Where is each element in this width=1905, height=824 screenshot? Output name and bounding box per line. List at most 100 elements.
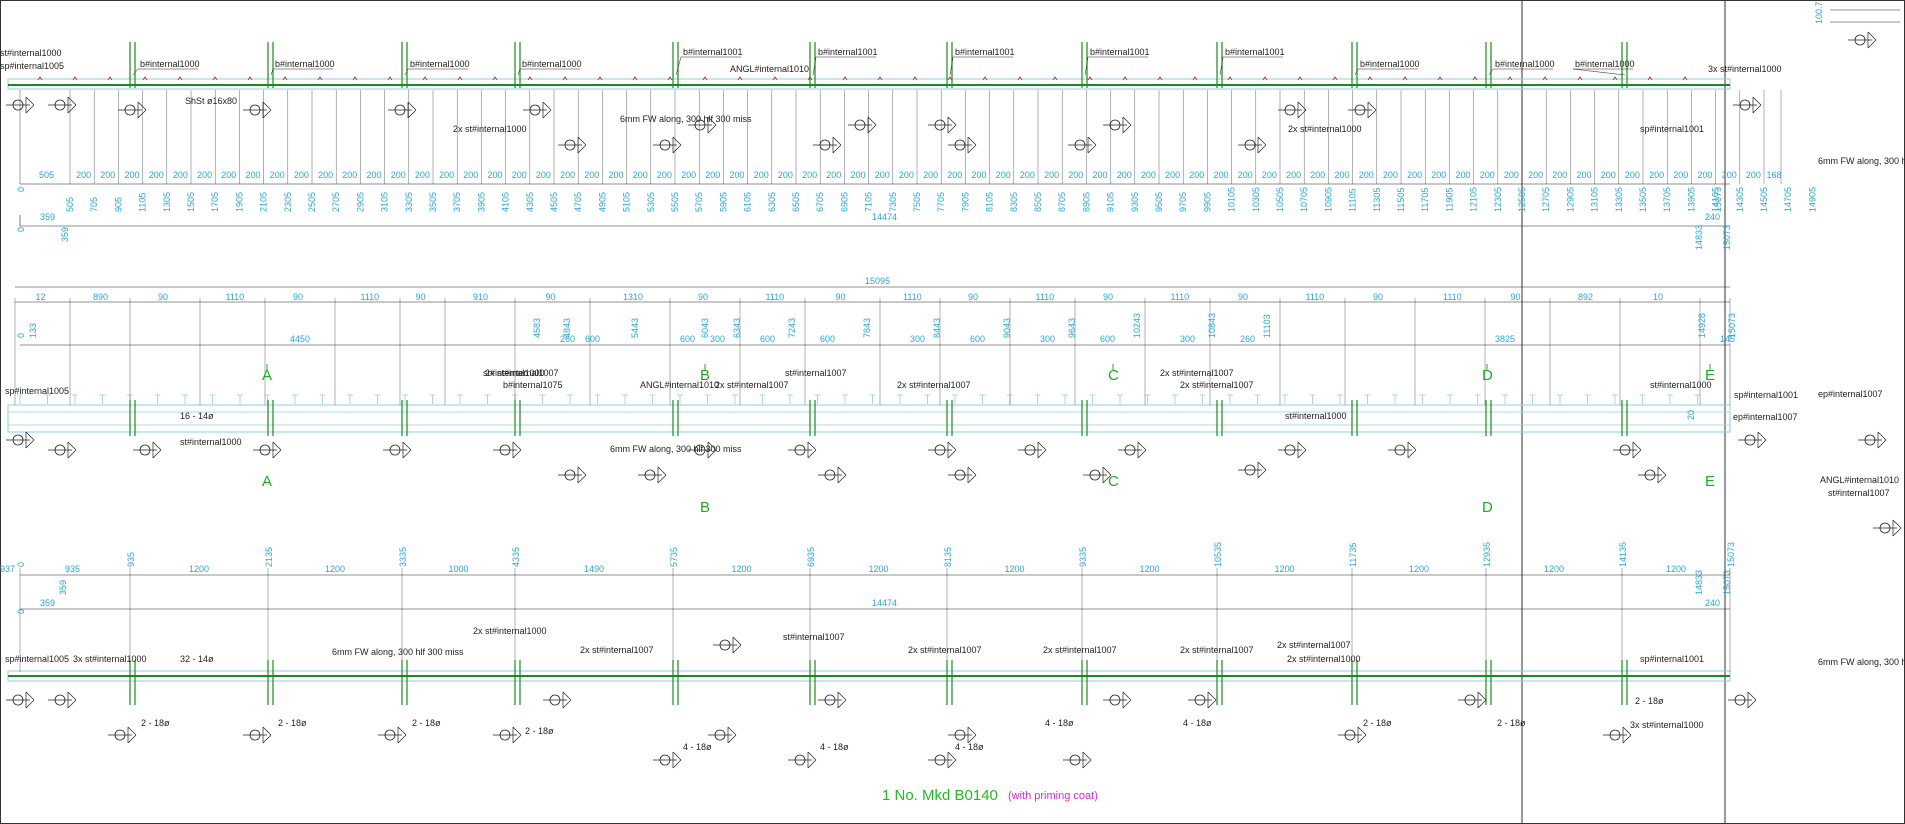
cumulative-dimension: 10843: [1207, 313, 1217, 338]
part-label: 2x st#internal1007: [1180, 380, 1254, 390]
weld-line: [837, 474, 847, 484]
weld-line: [25, 431, 35, 441]
weld-line: [1207, 691, 1217, 701]
cumulative-dimension: 6343: [732, 318, 742, 338]
weld-line: [807, 441, 817, 451]
bolt-hole-mark: [982, 76, 988, 81]
assembly-mark-title: 1 No. Mkd B0140: [882, 787, 998, 804]
cumulative-dimension: 7843: [862, 318, 872, 338]
part-label: b#internal1001: [683, 47, 743, 57]
dimension-value: 359: [40, 212, 55, 222]
part-label: sp#internal1005: [0, 61, 64, 71]
dimension-value: 200: [463, 170, 478, 180]
part-label: b#internal1000: [1575, 59, 1635, 69]
cumulative-dimension: 8105: [985, 192, 995, 212]
weld-line: [577, 144, 587, 154]
cumulative-dimension: 6305: [767, 192, 777, 212]
cumulative-dimension: 4335: [511, 547, 521, 567]
weld-line: [947, 751, 957, 761]
weld-line: [1137, 449, 1147, 459]
part-label: 6mm FW along, 300 hlf 300 miss: [332, 647, 464, 657]
bolt-hole-mark: [1367, 76, 1373, 81]
cumulative-dimension: 9505: [1154, 192, 1164, 212]
part-label: b#internal1075: [503, 380, 563, 390]
cumulative-dimension: 13705: [1662, 187, 1672, 212]
dimension-value: 935: [65, 564, 80, 574]
cumulative-dimension: 3505: [428, 192, 438, 212]
dimension-value: 90: [1373, 292, 1383, 302]
dimension-value: 200: [512, 170, 527, 180]
weld-line: [1122, 116, 1132, 126]
dimension-value: 200: [1504, 170, 1519, 180]
part-label: 2x st#internal1007: [1180, 645, 1254, 655]
dimension-value: 200: [439, 170, 454, 180]
bolt-label: 4 - 18ø: [820, 742, 849, 752]
bolt-label: 2 - 18ø: [1497, 718, 1526, 728]
cumulative-dimension: 12105: [1469, 187, 1479, 212]
cumulative-dimension: 8505: [1033, 192, 1043, 212]
cumulative-dimension: 12905: [1565, 187, 1575, 212]
weld-line: [732, 644, 742, 654]
weld-line: [672, 144, 682, 154]
leader-line: [1572, 68, 1626, 76]
dimension-value: 200: [1189, 170, 1204, 180]
bolt-hole-mark: [352, 76, 358, 81]
weld-line: [707, 116, 717, 126]
line-layer: [6, 9, 1902, 769]
bolt-label: 2 - 18ø: [278, 718, 307, 728]
bolt-hole-mark: [387, 76, 393, 81]
dimension-value: 200: [875, 170, 890, 180]
cumulative-dimension: 4105: [501, 192, 511, 212]
part-label: st#internal1000: [0, 48, 62, 58]
dimension-value: 200: [1673, 170, 1688, 180]
part-label: b#internal1000: [522, 59, 582, 69]
cumulative-dimension: 11735: [1348, 543, 1358, 567]
weld-line: [807, 449, 817, 459]
dimension-value: 100.7: [1814, 1, 1824, 24]
bolt-hole-mark: [912, 76, 918, 81]
weld-line: [1087, 136, 1097, 146]
weld-line: [1257, 144, 1267, 154]
dimension-value: 200: [778, 170, 793, 180]
dimension-zero: 0: [16, 609, 26, 614]
bolt-hole-mark: [1402, 76, 1408, 81]
cumulative-dimension: 1905: [234, 192, 244, 212]
dimension-value: 90: [546, 292, 556, 302]
cumulative-dimension: 505: [65, 197, 75, 212]
cumulative-dimension: 13505: [1638, 187, 1648, 212]
dimension-value: 200: [657, 170, 672, 180]
cumulative-dimension: 0: [16, 562, 26, 567]
dimension-value: 200: [1383, 170, 1398, 180]
section-mark-bottom: C: [1108, 473, 1119, 490]
weld-line: [1297, 109, 1307, 119]
part-label: ANGL#internal1010: [1820, 475, 1899, 485]
dimension-value: 200: [1601, 170, 1616, 180]
weld-line: [1407, 441, 1417, 451]
part-label: b#internal1001: [818, 47, 878, 57]
cumulative-dimension: 14833: [1694, 570, 1704, 595]
bolt-hole-mark: [842, 76, 848, 81]
dimension-value: 200: [1020, 170, 1035, 180]
bolt-hole-mark: [1437, 76, 1443, 81]
weld-line: [512, 734, 522, 744]
dimension-value: 600: [820, 334, 835, 344]
dimension-value: 200: [972, 170, 987, 180]
weld-line: [1477, 691, 1487, 701]
dimension-value: 1110: [1171, 292, 1190, 302]
dimension-value: 359: [58, 580, 68, 595]
weld-line: [137, 101, 147, 111]
leader-line: [949, 56, 954, 76]
cumulative-dimension: 2305: [283, 192, 293, 212]
cumulative-dimension: 13105: [1590, 187, 1600, 212]
weld-line: [707, 441, 717, 451]
part-label: st#internal1007: [783, 632, 845, 642]
part-label: 3x st#internal1000: [1630, 720, 1704, 730]
weld-line: [1367, 101, 1377, 111]
bolt-hole-mark: [1017, 76, 1023, 81]
cumulative-dimension: 7905: [960, 192, 970, 212]
weld-line: [1037, 449, 1047, 459]
weld-line: [672, 751, 682, 761]
dimension-value: 1110: [766, 292, 785, 302]
dimension-value: 200: [318, 170, 333, 180]
weld-line: [837, 691, 847, 701]
